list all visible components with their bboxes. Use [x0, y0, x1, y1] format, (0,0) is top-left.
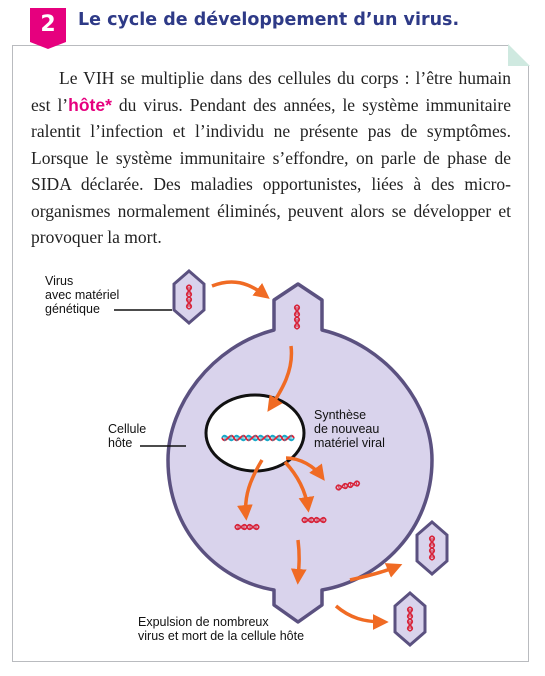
intro-paragraph: Le VIH se multiplie dans des cellules du…	[31, 65, 511, 251]
paragraph-text-start: Le VIH se multiplie dans des cellules du…	[31, 68, 511, 115]
synthesized-dna	[221, 434, 295, 442]
keyword-hote[interactable]: hôte*	[68, 94, 112, 115]
label-cell-1: Cellule	[108, 422, 146, 436]
label-expulsion-2: virus et mort de la cellule hôte	[138, 629, 304, 643]
label-virus-1: Virus	[45, 274, 73, 288]
host-cell	[166, 282, 434, 624]
section-title: Le cycle de développement d’un virus.	[78, 10, 460, 30]
arrow-virus-entry	[211, 280, 270, 299]
incoming-virus	[174, 271, 204, 323]
released-virus-1	[417, 522, 447, 574]
label-virus-2: avec matériel	[45, 288, 119, 302]
label-expulsion-1: Expulsion de nombreux	[138, 615, 269, 629]
section-number-badge: 2	[30, 8, 66, 42]
arrow-to-copy-1	[285, 456, 325, 481]
label-synthesis-1: Synthèse	[314, 408, 366, 422]
label-virus-3: génétique	[45, 302, 100, 316]
arrow-to-nucleus	[267, 345, 294, 412]
label-cell-2: hôte	[108, 436, 132, 450]
arrow-to-copy-2	[237, 459, 264, 521]
arrow-to-copy-3	[283, 460, 315, 513]
arrow-exit-2	[334, 604, 389, 630]
arrow-exit-1	[349, 563, 403, 582]
label-synthesis-2: de nouveau	[314, 422, 379, 436]
arrow-to-stem	[290, 539, 307, 585]
badge-tail	[30, 42, 66, 49]
paragraph-text-end: du virus. Pendant des années, le système…	[31, 94, 511, 248]
arrows	[211, 280, 403, 630]
folded-corner	[508, 44, 530, 66]
released-virus-2	[395, 593, 425, 645]
label-synthesis-3: matériel viral	[314, 436, 385, 450]
